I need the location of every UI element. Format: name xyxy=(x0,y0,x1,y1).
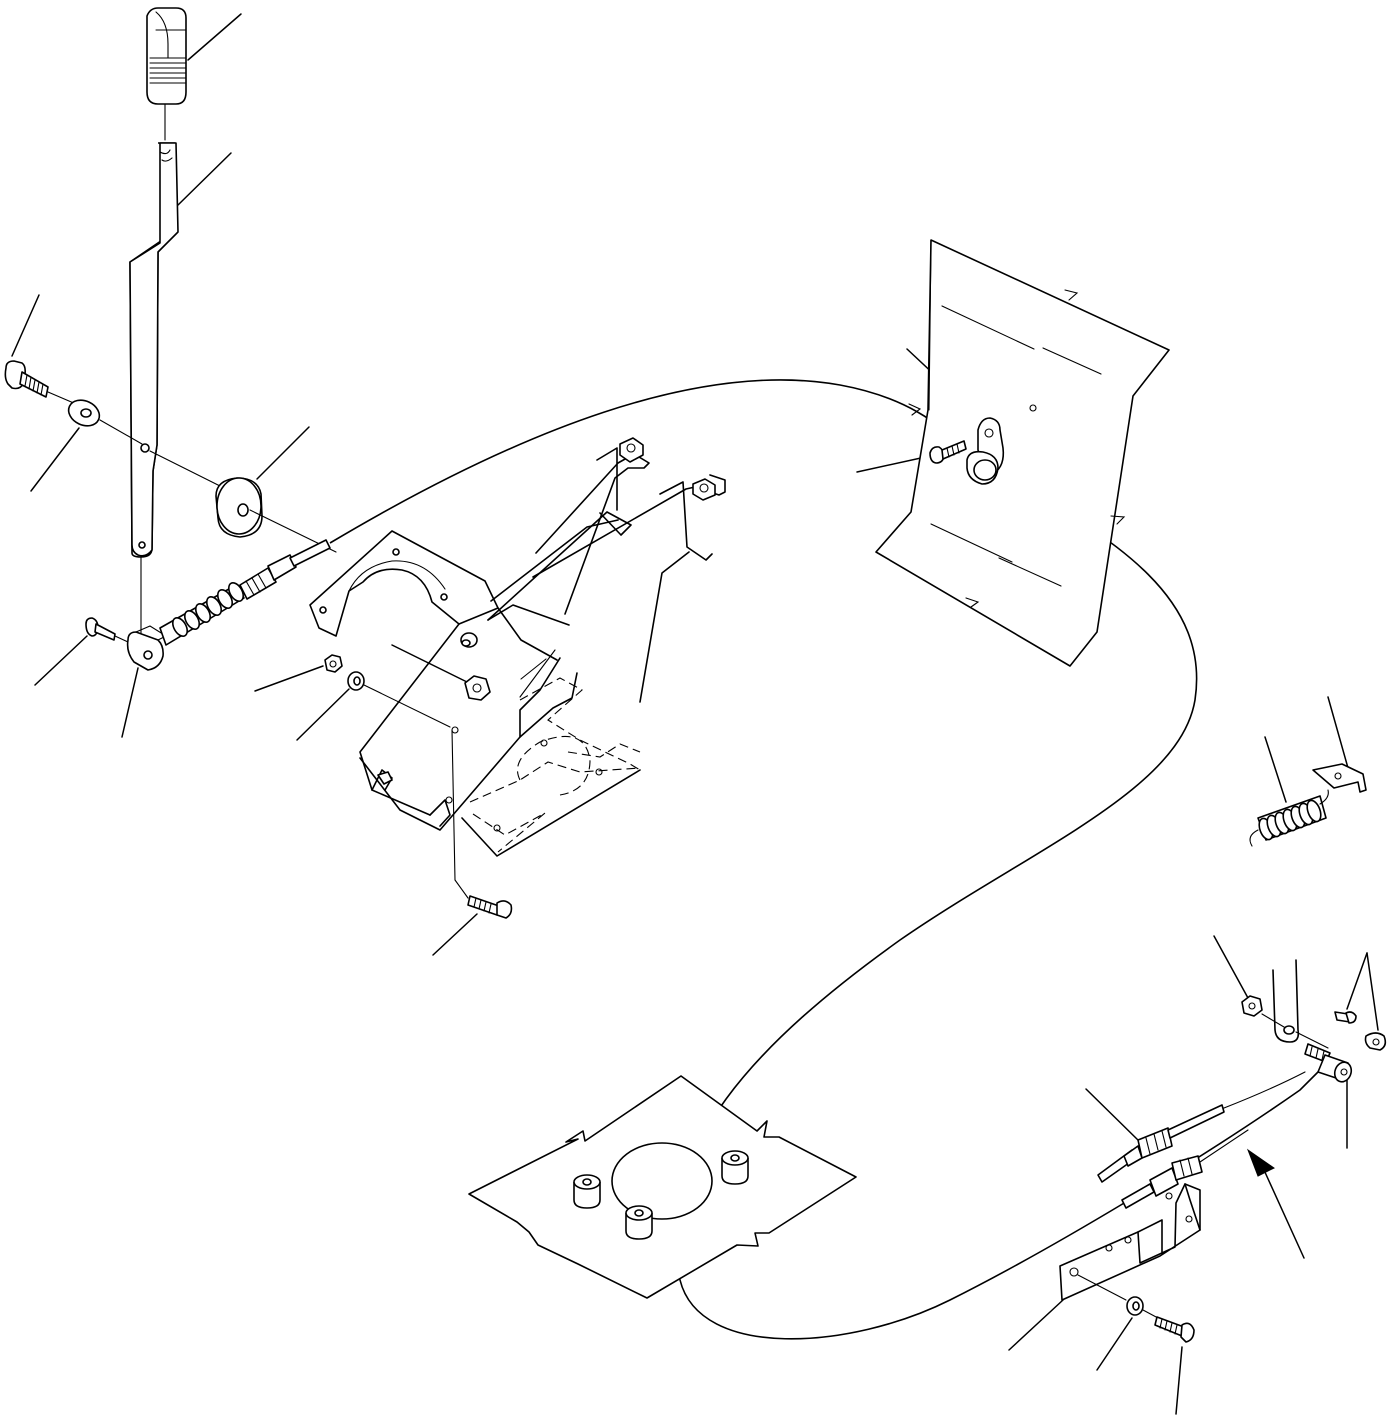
washer-bracket-icon xyxy=(347,671,459,734)
nut-lower-icon xyxy=(1241,995,1263,1017)
washer-icon xyxy=(67,399,143,445)
bolt-lower-icon xyxy=(1154,1316,1195,1343)
leader-pin-a xyxy=(1346,952,1368,1010)
leader-clevis xyxy=(121,667,139,738)
leader-nut-small xyxy=(254,665,324,692)
leader-clevis-pin xyxy=(34,635,88,686)
bracket-icon xyxy=(309,437,726,881)
leader-clamp-bolt xyxy=(856,455,931,473)
spring-bracket-icon xyxy=(1312,763,1367,793)
leader-lines xyxy=(11,13,1379,1415)
cable-bracket-icon xyxy=(1059,1071,1306,1301)
leader-spring-bracket xyxy=(1327,696,1349,769)
spacer-icon xyxy=(149,450,337,553)
nut-bracket-icon xyxy=(464,675,491,701)
leader-bolt-lower xyxy=(1175,1346,1183,1415)
leader-washer-left xyxy=(30,427,80,492)
floor-plate-icon xyxy=(468,1075,857,1299)
pin-icon xyxy=(85,617,129,643)
panel-icon xyxy=(875,239,1170,667)
bolt-icon xyxy=(4,360,77,405)
leader-nut-lower xyxy=(1213,935,1249,999)
spring-icon xyxy=(1249,789,1329,847)
clamp-icon xyxy=(966,417,1005,485)
clamp-bolt-icon xyxy=(929,440,967,464)
lever-knob-icon xyxy=(146,7,187,141)
floor-bosses xyxy=(573,1150,749,1240)
cable-end-icon xyxy=(1304,1043,1353,1083)
leader-cable-nut xyxy=(1085,1088,1141,1143)
knob-grip-ridges xyxy=(149,57,187,84)
control-lever-icon xyxy=(129,142,179,641)
leader-knob xyxy=(187,13,242,61)
leader-nut-bracket xyxy=(391,644,470,684)
leader-washer-bracket xyxy=(296,688,350,741)
leader-lever xyxy=(177,152,232,206)
clevis-icon xyxy=(126,625,168,671)
leader-spring xyxy=(1264,736,1287,803)
leader-bolt-top-left xyxy=(11,294,40,357)
leader-pin-b xyxy=(1366,952,1379,1031)
washer-lower-icon xyxy=(1126,1296,1159,1319)
leader-washer-lower xyxy=(1096,1317,1133,1371)
leader-spacer xyxy=(256,426,310,480)
bolt-bracket-icon xyxy=(454,879,513,919)
leader-bolt-bracket xyxy=(432,913,478,956)
spring-coils xyxy=(1258,799,1322,841)
nut-icon xyxy=(324,654,343,673)
pin-lower-icon xyxy=(1334,1011,1387,1051)
arrow-icon xyxy=(1246,1148,1305,1259)
cable-boot-ridges xyxy=(171,582,245,637)
leader-cable-bracket xyxy=(1008,1299,1064,1351)
lever-post-icon xyxy=(1261,959,1329,1049)
